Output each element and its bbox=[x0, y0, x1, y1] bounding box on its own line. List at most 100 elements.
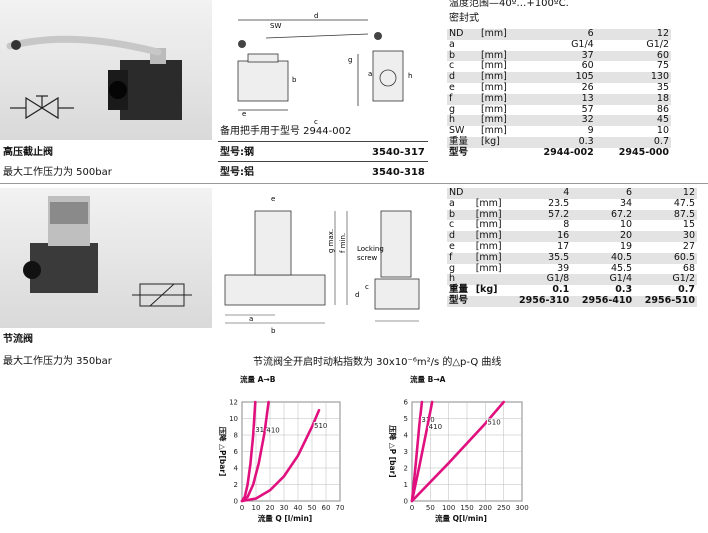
ball-spec-value: G1/2 bbox=[646, 38, 669, 50]
throttle-spec-value: 47.5 bbox=[673, 197, 695, 209]
ball-valve-photo bbox=[0, 0, 212, 140]
ball-spec-unit: [mm] bbox=[478, 71, 521, 83]
throttle-spec-value: 12 bbox=[634, 187, 697, 199]
throttle-spec-value: 0.3 bbox=[615, 284, 633, 296]
throttle-spec-value: 20 bbox=[571, 230, 635, 242]
seal-note: 密封式 bbox=[449, 13, 479, 24]
chart-title: 流量 A→B bbox=[240, 374, 276, 384]
throttle-spec-unit: [mm] bbox=[475, 197, 502, 209]
ball-spec-unit: [mm] bbox=[478, 50, 521, 62]
ball-spec-unit bbox=[479, 148, 521, 159]
throttle-spec-value: 10 bbox=[620, 219, 633, 231]
label-d: d bbox=[314, 12, 318, 20]
label-c: c bbox=[365, 283, 369, 291]
y-tick-label: 10 bbox=[229, 415, 238, 423]
ball-spec-value: 130 bbox=[595, 71, 671, 83]
ball-spec-value: 105 bbox=[520, 71, 596, 83]
label-a: a bbox=[249, 315, 253, 323]
throttle-spec-key: b bbox=[447, 209, 474, 221]
throttle-spec-value: 67.2 bbox=[571, 209, 635, 221]
y-axis-label: 压降 △P[bar] bbox=[218, 427, 228, 477]
throttle-spec-unit: [kg] bbox=[475, 284, 498, 296]
throttle-spec-value: G1/4 bbox=[571, 274, 635, 286]
throttle-spec-unit: [mm] bbox=[473, 252, 509, 264]
series-line-510 bbox=[410, 400, 505, 503]
x-tick-label: 50 bbox=[308, 504, 317, 512]
throttle-valve-pressure: 最大工作压力为 350bar bbox=[3, 356, 112, 367]
label-c: c bbox=[314, 118, 318, 126]
label-g-max: g max. bbox=[327, 229, 335, 253]
ball-spec-value: 35 bbox=[656, 81, 669, 93]
ball-spec-value: 2944-002 bbox=[543, 146, 594, 158]
throttle-spec-key: d bbox=[447, 230, 474, 242]
ball-valve-drawing: SW d g b e c h a bbox=[237, 12, 412, 126]
chart-title: 流量 B→A bbox=[410, 374, 446, 384]
ball-spec-key: SW bbox=[449, 125, 465, 137]
ball-spec-value: G1/4 bbox=[571, 38, 594, 50]
y-tick-label: 1 bbox=[404, 481, 408, 489]
x-tick-label: 50 bbox=[426, 504, 435, 512]
throttle-spec-value: 4 bbox=[508, 187, 572, 199]
ball-spec-value: 45 bbox=[595, 115, 671, 127]
throttle-spec-value: 68 bbox=[682, 262, 695, 274]
throttle-spec-unit bbox=[473, 188, 509, 199]
ball-valve-pressure: 最大工作压力为 500bar bbox=[3, 167, 112, 178]
series-line-410 bbox=[410, 400, 434, 503]
ball-spec-value: 18 bbox=[595, 93, 671, 105]
label-g: g bbox=[348, 56, 352, 64]
x-axis-label: 流量 Q[l/min] bbox=[435, 513, 487, 523]
ball-spec-unit bbox=[479, 40, 521, 51]
label-locking: Locking bbox=[357, 245, 384, 253]
ball-spec-key: f bbox=[447, 93, 479, 105]
throttle-spec-value: 30 bbox=[634, 230, 697, 242]
throttle-spec-value: 35.5 bbox=[508, 252, 572, 264]
throttle-spec-key: 型号 bbox=[447, 295, 474, 307]
series-label: 410 bbox=[429, 423, 442, 431]
throttle-valve-title: 节流阀 bbox=[3, 334, 33, 345]
throttle-spec-value: 45.5 bbox=[610, 262, 633, 274]
throttle-spec-value: 15 bbox=[682, 219, 695, 231]
throttle-spec-value: G1/2 bbox=[634, 274, 697, 286]
x-tick-label: 40 bbox=[294, 504, 303, 512]
ball-spec-key: b bbox=[447, 50, 479, 62]
ball-spec-value: 12 bbox=[595, 28, 671, 40]
ball-valve-title: 高压截止阀 bbox=[3, 147, 53, 158]
throttle-spec-key: f bbox=[447, 252, 474, 264]
throttle-spec-value: 57.2 bbox=[508, 209, 572, 221]
ball-spec-value: 37 bbox=[520, 50, 596, 62]
x-tick-label: 100 bbox=[442, 504, 455, 512]
series-label: 410 bbox=[266, 426, 279, 434]
series-line-310 bbox=[240, 400, 257, 503]
x-tick-label: 30 bbox=[280, 504, 289, 512]
throttle-spec-key: e bbox=[449, 240, 455, 252]
throttle-spec-unit: [mm] bbox=[473, 230, 509, 242]
ball-spec-value: 75 bbox=[656, 60, 669, 72]
ball-spec-unit: [mm] bbox=[480, 103, 507, 115]
ball-spec-value: 32 bbox=[520, 115, 596, 127]
throttle-spec-unit: [mm] bbox=[473, 209, 509, 221]
x-tick-label: 0 bbox=[240, 504, 244, 512]
ball-spec-key: 型号 bbox=[449, 146, 469, 158]
y-axis-label: 压降 △P [bar] bbox=[388, 425, 398, 477]
throttle-spec-key: a bbox=[449, 197, 455, 209]
ball-spec-unit: [mm] bbox=[478, 115, 521, 127]
ball-spec-unit: [mm] bbox=[478, 93, 521, 105]
option-aluminium-label: 型号:铝 bbox=[220, 167, 254, 178]
handle-note: 备用把手用于型号 2944-002 bbox=[220, 126, 352, 137]
throttle-spec-value: 0.7 bbox=[678, 284, 695, 296]
throttle-spec-unit: [mm] bbox=[475, 240, 502, 252]
